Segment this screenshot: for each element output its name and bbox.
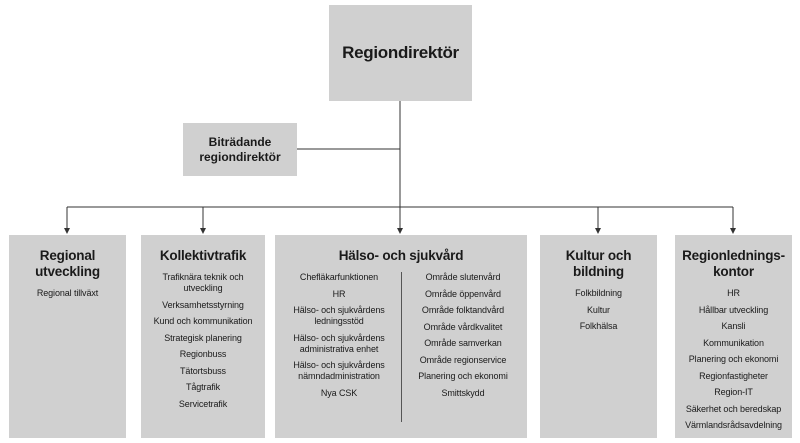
dept-halso-och-sjukvard: Hälso- och sjukvård Chefläkarfunktionen … xyxy=(275,235,527,438)
list-item: Värmlandsrådsavdelning xyxy=(685,420,782,430)
list-item: Chefläkarfunktionen xyxy=(299,272,379,282)
director-title: Regiondirektör xyxy=(342,43,459,62)
list-item: Regionfastigheter xyxy=(699,370,768,381)
list-item: Nya CSK xyxy=(320,387,358,398)
dept-regional-utveckling: Regional utveckling Regional tillväxt xyxy=(9,235,126,438)
list-item: Strategisk planering xyxy=(164,332,242,343)
dept-title: Regionlednings- kontor xyxy=(682,248,785,279)
dept-title: Kultur och bildning xyxy=(565,248,632,279)
list-item: Hälso- och sjukvårdens nämndadministrati… xyxy=(293,360,385,381)
list-item: Hållbar utveckling xyxy=(698,304,769,315)
list-item: Servicetrafik xyxy=(178,398,228,409)
list-item: Planering och ekonomi xyxy=(688,354,779,364)
dept-item-list: HR Hållbar utveckling Kansli Kommunikati… xyxy=(675,288,792,431)
list-item: Regionbuss xyxy=(179,349,227,359)
list-item: Område folktandvård xyxy=(421,305,505,315)
dept-title: Regional utveckling xyxy=(35,248,100,279)
list-item: Smittskydd xyxy=(441,387,485,398)
director-box: Regiondirektör xyxy=(329,5,472,101)
dept-columns: Chefläkarfunktionen HR Hälso- och sjukvå… xyxy=(275,272,527,422)
dept-kollektivtrafik: Kollektivtrafik Trafiknära teknik och ut… xyxy=(141,235,265,438)
list-item: Tätortsbuss xyxy=(180,365,226,376)
dept-regionledningskontor: Regionlednings- kontor HR Hållbar utveck… xyxy=(675,235,792,438)
dept-title: Kollektivtrafik xyxy=(159,248,247,263)
list-item: Folkbildning xyxy=(575,288,622,298)
dept-item-list-right: Område slutenvård Område öppenvård Områd… xyxy=(407,272,519,404)
list-item: Område vårdkvalitet xyxy=(423,321,503,332)
list-item: HR xyxy=(332,288,346,299)
list-item: Verksamhetsstyrning xyxy=(162,299,244,310)
list-item: Hälso- och sjukvårdens ledningsstöd xyxy=(293,305,385,326)
dept-item-list: Trafiknära teknik och utveckling Verksam… xyxy=(141,272,265,410)
list-item: Regional tillväxt xyxy=(36,288,99,298)
list-item: Trafiknära teknik och utveckling xyxy=(162,272,244,293)
list-item: Planering och ekonomi xyxy=(418,371,508,381)
list-item: Säkerhet och beredskap xyxy=(685,403,782,414)
dept-item-list: Folkbildning Kultur Folkhälsa xyxy=(540,288,657,332)
list-item: Område regionservice xyxy=(419,354,507,365)
dept-title: Hälso- och sjukvård xyxy=(338,248,464,263)
list-item: Kultur xyxy=(587,304,610,315)
list-item: Område samverkan xyxy=(424,338,502,348)
deputy-box: Biträdande regiondirektör xyxy=(183,123,297,176)
list-item: Område slutenvård xyxy=(425,272,501,282)
list-item: HR xyxy=(727,288,740,298)
list-item: Folkhälsa xyxy=(579,321,618,331)
list-item: Kund och kommunikation xyxy=(153,316,253,326)
deputy-title-line2: regiondirektör xyxy=(199,149,281,164)
list-item: Kansli xyxy=(721,321,746,331)
list-item: Område öppenvård xyxy=(425,288,501,299)
column-divider xyxy=(401,272,402,422)
list-item: Kommunikation xyxy=(703,337,764,348)
list-item: Hälso- och sjukvårdens administrativa en… xyxy=(293,332,385,354)
list-item: Tågtrafik xyxy=(185,382,221,392)
dept-item-list: Regional tillväxt xyxy=(9,288,126,299)
list-item: Region-IT xyxy=(714,387,753,397)
dept-item-list-left: Chefläkarfunktionen HR Hälso- och sjukvå… xyxy=(283,272,395,404)
dept-kultur-och-bildning: Kultur och bildning Folkbildning Kultur … xyxy=(540,235,657,438)
deputy-title-line1: Biträdande xyxy=(208,134,272,149)
